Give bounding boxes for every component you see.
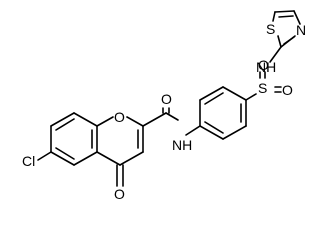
keto-oxygen-label: O: [114, 186, 125, 202]
structure-canvas: Cl O O O NH S O O NH S N: [22, 10, 306, 202]
chromone-pyranone-ring: [96, 116, 144, 166]
c-cl-bond: [37, 151, 52, 161]
sulfonyl-oxygen-top-label: O: [258, 57, 269, 73]
nh-thiazole-bond: [269, 46, 282, 63]
sulfonyl-sulfur-label: S: [258, 80, 267, 96]
amide-group: [142, 107, 201, 136]
sulfonyl-group: [245, 71, 282, 101]
amide-nh-label: NH: [172, 137, 192, 153]
keto-group: [116, 164, 124, 187]
phenylene-ring: [199, 86, 247, 140]
thiazole-nitrogen-label: N: [296, 22, 306, 38]
ring-oxygen-label: O: [114, 109, 125, 125]
sulfonamide-nh-label: NH: [256, 59, 276, 75]
thiazole-ring: [272, 10, 301, 48]
chlorine-atom-label: Cl: [22, 153, 35, 169]
molecule-structure: Cl O O O NH S O O NH S N: [22, 10, 306, 202]
sulfonyl-oxygen-right-label: O: [282, 82, 293, 98]
thiazole-sulfur-label: S: [266, 21, 275, 37]
chromone-benzene-ring: [50, 112, 98, 166]
amide-oxygen-label: O: [161, 91, 172, 107]
